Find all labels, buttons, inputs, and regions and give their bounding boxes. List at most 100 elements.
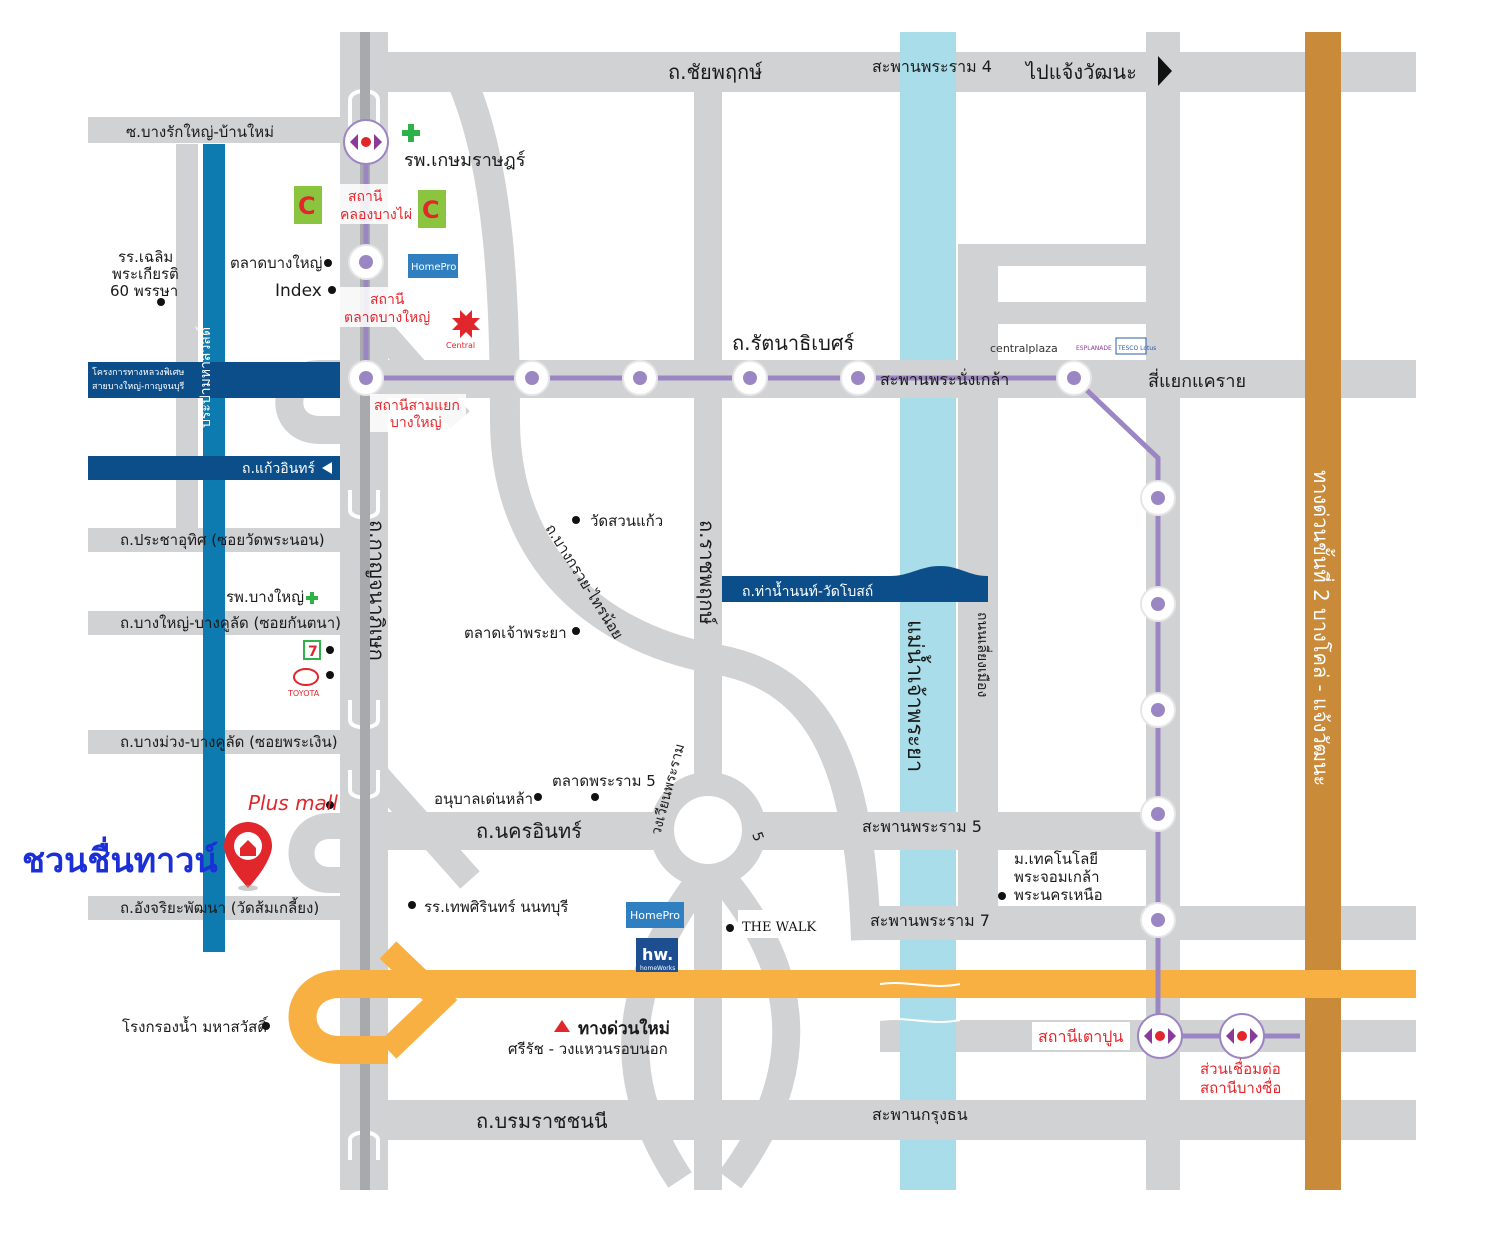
station-link-1: ส่วนเชื่อมต่อ [1200, 1058, 1281, 1078]
label-pracha-uthit: ถ.ประชาอุทิศ (ซอยวัดพระนอน) [120, 531, 325, 550]
station-dot [525, 371, 539, 385]
road-motorway-project [88, 362, 340, 398]
train-icon [1144, 1028, 1176, 1044]
svg-text:homeWorks: homeWorks [640, 965, 675, 972]
label-krungthon-bridge: สะพานกรุงธน [872, 1105, 968, 1125]
label-chaiyaphruek: ถ.ชัยพฤกษ์ [668, 60, 763, 84]
label-nangklao-bridge: สะพานพระนั่งเกล้า [880, 368, 1009, 389]
label-boromratchachonnani: ถ.บรมราชชนนี [476, 1109, 608, 1133]
label-rama4-bridge: สะพานพระราม 4 [872, 57, 992, 76]
station-sam-yaek-2: บางใหญ่ [390, 414, 442, 431]
label-river: แม่น้ำเจ้าพระยา [902, 620, 931, 772]
place-labels: รพ.เกษมราษฎร์ รร.เฉลิม พระเกียรติ 60 พรร… [110, 150, 1103, 1058]
centralplaza-logo: centralplaza [990, 342, 1058, 355]
label-to-chaengwattana: ไปแจ้งวัฒนะ [1024, 60, 1137, 84]
station-labels: สถานี คลองบางไผ่ สถานี ตลาดบางใหญ่ สถานี… [340, 184, 1281, 1097]
expressway-new [288, 970, 1416, 1064]
road-prapa-mahasawat [203, 144, 225, 952]
station-dot [1151, 491, 1165, 505]
place-rmutp-3: พระนครเหนือ [1014, 886, 1103, 904]
road-network [88, 32, 1416, 1190]
station-dot [1151, 913, 1165, 927]
svg-text:7: 7 [308, 644, 318, 660]
place-talad-rama5: ตลาดพระราม 5 [552, 772, 656, 790]
label-project-2: สายบางใหญ่-กาญจนบุรี [92, 381, 185, 392]
svg-text:THE WALK: THE WALK [742, 920, 816, 935]
station-dot [1067, 371, 1081, 385]
station-talad-bang-yai-1: สถานี [370, 292, 405, 308]
plusmall-logo: Plus mall [248, 791, 338, 815]
svg-text:C: C [298, 192, 316, 220]
label-rama5-bridge: สะพานพระราม 5 [862, 817, 982, 836]
svg-text:HomePro: HomePro [630, 909, 680, 922]
svg-text:Plus mall: Plus mall [248, 791, 338, 815]
expressway-marks [879, 982, 961, 1023]
label-liang-mueang: ถนนเลี่ยงเมือง [974, 612, 992, 697]
station-dot [1151, 807, 1165, 821]
arrow-left-icon [322, 462, 332, 474]
label-bangrak: ซ.บางรักใหญ่-บ้านใหม่ [126, 123, 274, 141]
place-rmutp-1: ม.เทคโนโลยี [1014, 850, 1098, 868]
station-sam-yaek-1: สถานีสามแยก [374, 398, 460, 414]
place-wat-suan-kaew: วัดสวนแก้ว [590, 512, 663, 530]
home-icon [240, 840, 256, 856]
place-anuban: อนุบาลเด่นหล้า [434, 790, 533, 809]
big-c-logo-right: C [418, 190, 446, 228]
page-title: ชวนชื่นทาวน์ [22, 836, 218, 881]
station-dot [743, 371, 757, 385]
svg-text:TOYOTA: TOYOTA [287, 689, 320, 698]
seven-eleven-logo: 7 [303, 640, 321, 660]
station-dot [359, 255, 373, 269]
label-prapa: ประปามหาสวัสดิ์ [195, 325, 214, 428]
station-dot [1151, 597, 1165, 611]
road-tha-nam-non [722, 566, 988, 602]
road-spoke-nw [362, 761, 480, 889]
label-bangmuang: ถ.บางม่วง-บางคูลัด (ซอยพระเงิน) [120, 733, 338, 751]
place-talad-bang-yai: ตลาดบางใหญ่ [230, 254, 322, 272]
station-khlong-bang-phai-1: สถานี [348, 189, 383, 205]
hospital-icons [306, 124, 420, 604]
interchange-bang-sue [1219, 1013, 1265, 1059]
svg-text:C: C [422, 196, 440, 224]
label-kaew-in: ถ.แก้วอินทร์ [242, 460, 315, 477]
label-kanchanaphisek: ถ.กาญจนาภิเษก [365, 520, 389, 661]
station-dot [851, 371, 865, 385]
place-thepsirin: รร.เทพศิรินทร์ นนทบุรี [424, 898, 568, 917]
destination-pin [224, 822, 272, 891]
expressway-ramp [379, 941, 458, 1059]
label-rattanathibet: ถ.รัตนาธิเบศร์ [732, 331, 855, 355]
svg-text:hw.: hw. [642, 945, 673, 964]
place-school-2: พระเกียรติ [112, 265, 179, 283]
road-bangrak [88, 117, 340, 143]
label-rama7-bridge: สะพานพระราม 7 [870, 911, 990, 930]
svg-text:centralplaza: centralplaza [990, 342, 1058, 355]
road-kaew-in [88, 456, 340, 480]
road-liang-top [958, 244, 1146, 266]
homepro-logo-top: HomePro [408, 254, 458, 278]
triangle-marker-icon [554, 1020, 570, 1032]
road-uturn-nakhon-in [288, 813, 345, 893]
place-dots [157, 259, 1006, 1030]
svg-text:TESCO Lotus: TESCO Lotus [1117, 345, 1156, 352]
road-bangkruai-sainoi [444, 65, 881, 941]
station-tao-poon: สถานีเตาปูน [1038, 1027, 1123, 1047]
hospital-cross-icon [306, 592, 318, 604]
homepro-logo-bottom: HomePro [626, 902, 684, 928]
place-school-3: 60 พรรษา [110, 282, 178, 300]
label-ratchaphruek: ถ.ราชพฤกษ์ [695, 520, 719, 625]
bridge-rama5 [880, 812, 976, 850]
hospital-cross-icon [402, 124, 420, 142]
arrow-right-icon [1158, 56, 1172, 86]
roundabout-center [674, 796, 742, 864]
place-index: Index [275, 281, 322, 301]
road-ratchaphruek [694, 52, 722, 1190]
label-tha-nam-non: ถ.ท่าน้ำนนท์-วัดโบสถ์ [742, 581, 873, 600]
purple-line-stations [348, 244, 1176, 938]
kanchanaphisek-median [360, 32, 370, 1190]
interchange-kasemrad [343, 119, 389, 165]
svg-text:Central: Central [446, 341, 475, 350]
central-logo: Central [446, 310, 480, 350]
interchange-tao-poon [1137, 1013, 1183, 1059]
bridge-rama7 [880, 906, 976, 940]
place-rmutp-2: พระจอมเกล้า [1014, 868, 1100, 886]
